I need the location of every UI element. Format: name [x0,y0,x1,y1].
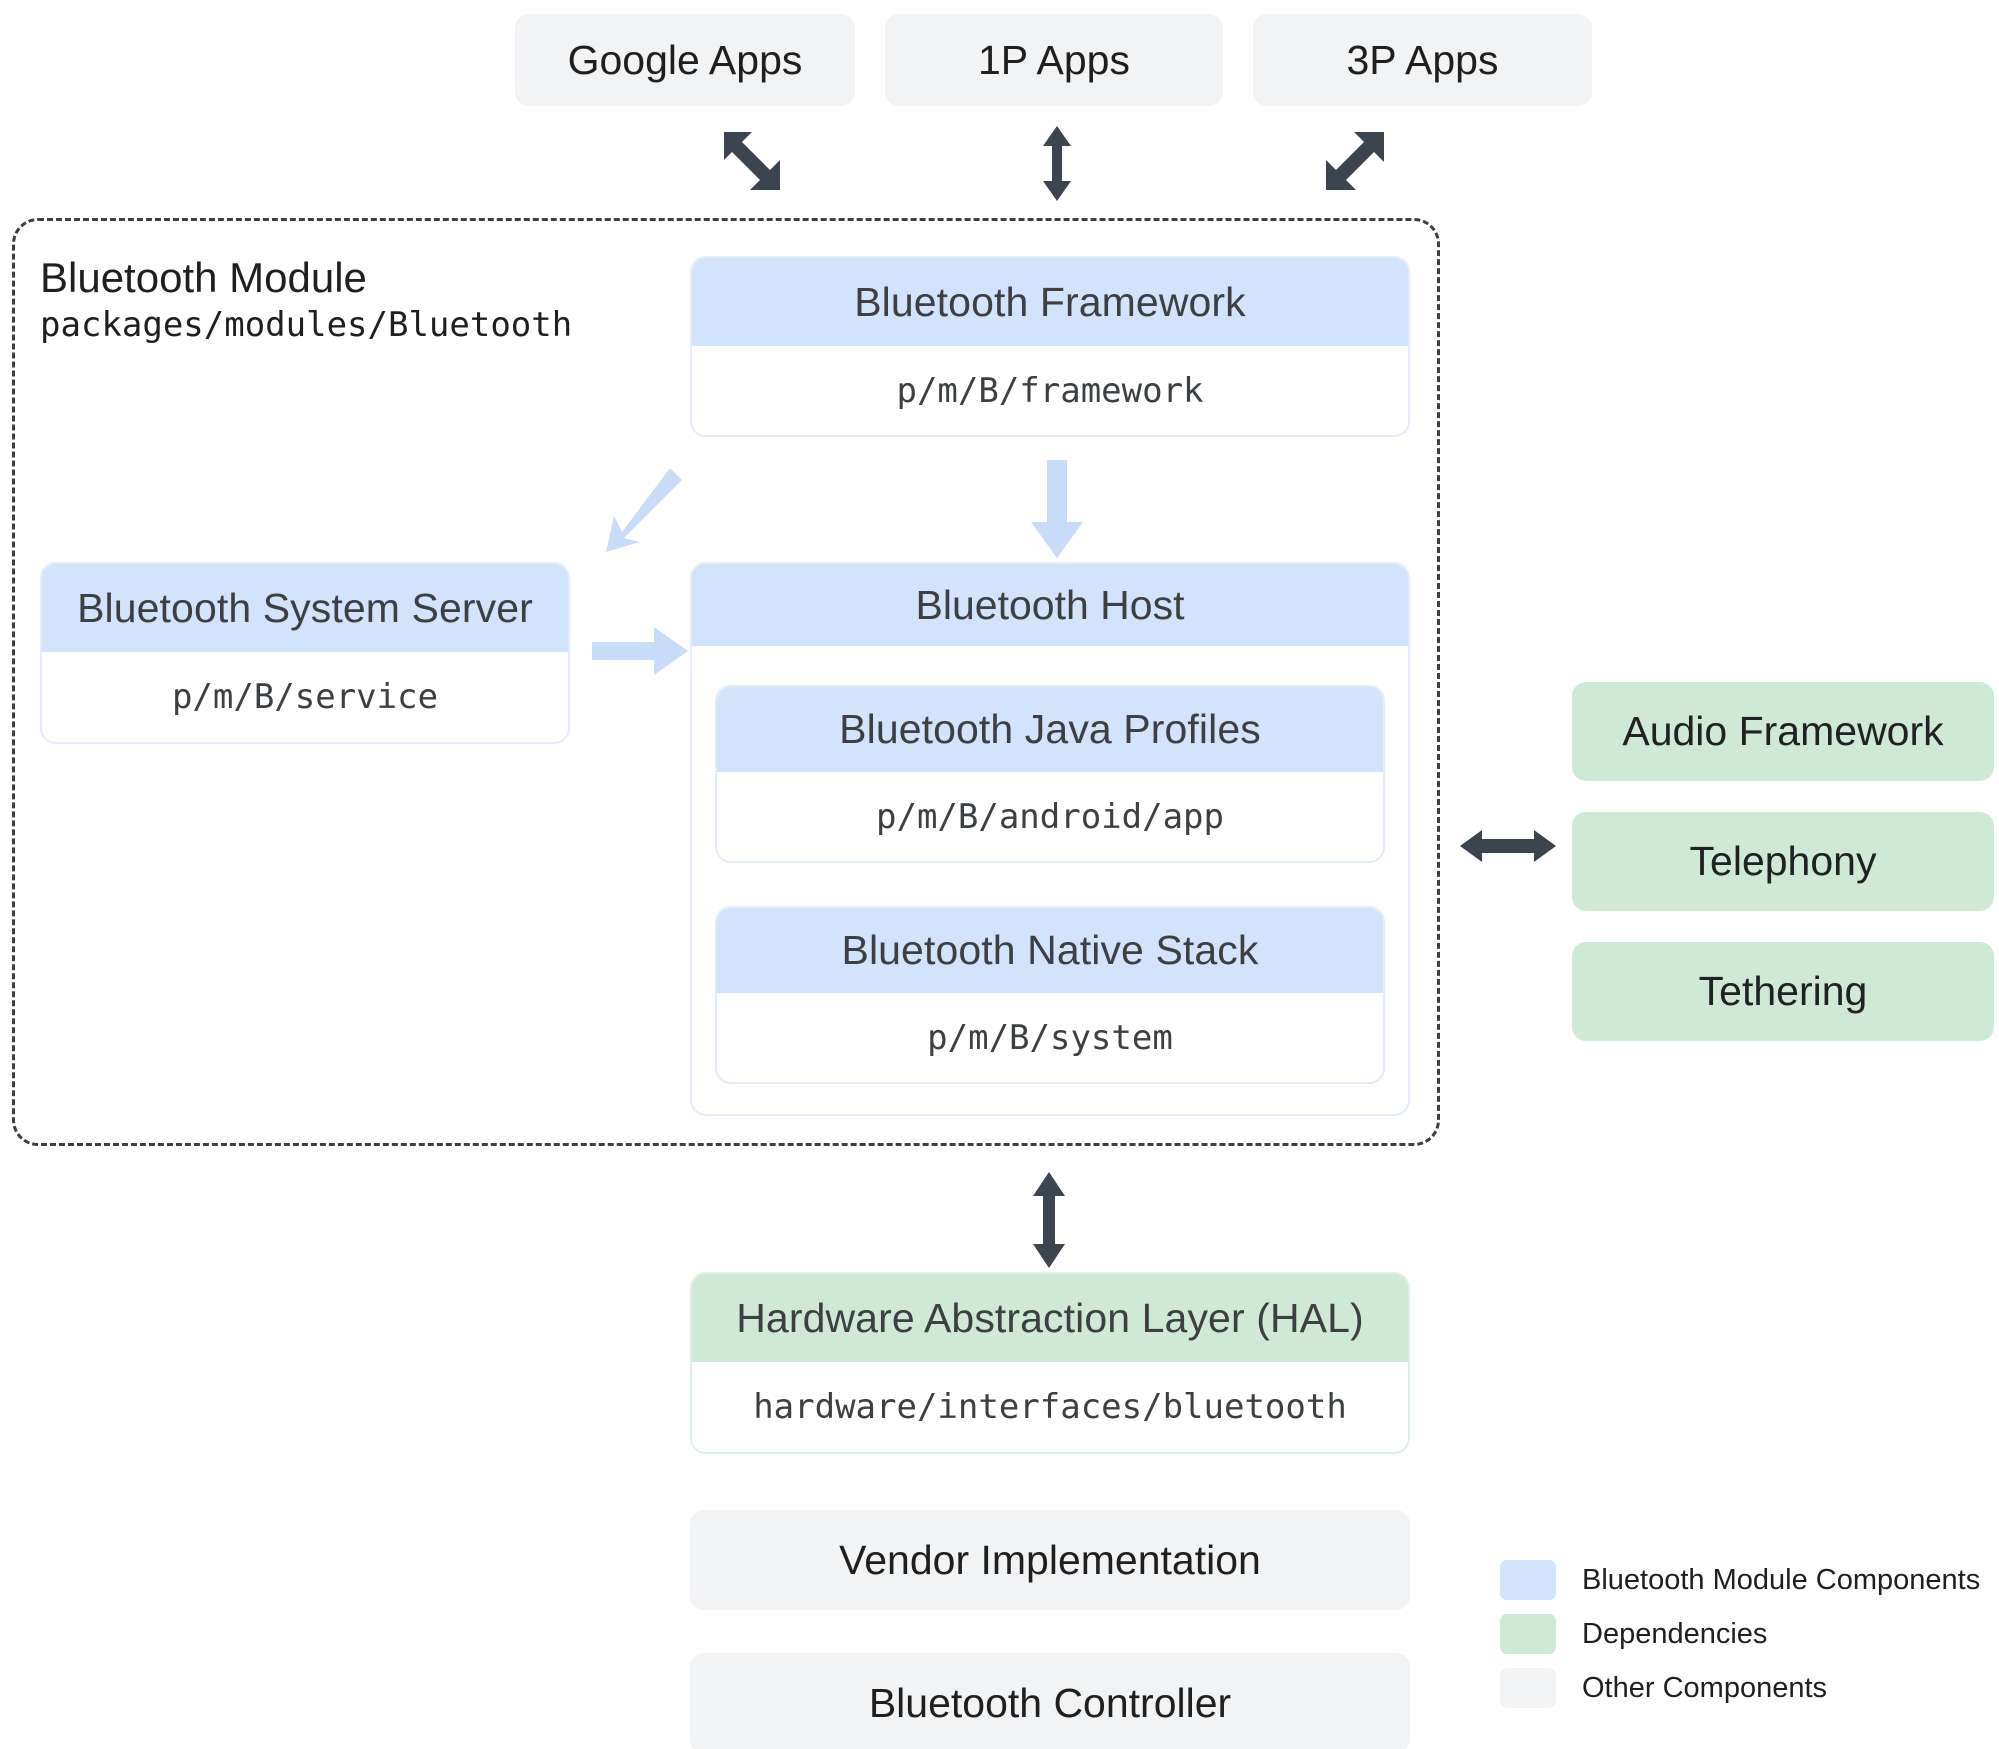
double-arrow-vertical-icon [1037,126,1077,201]
first-party-apps-box[interactable]: 1P Apps [885,14,1223,106]
tethering-box[interactable]: Tethering [1572,942,1994,1041]
bluetooth-controller-label: Bluetooth Controller [868,1679,1232,1726]
telephony-label: Telephony [1689,838,1877,884]
bluetooth-system-server-card[interactable]: Bluetooth System Server p/m/B/service [40,562,570,744]
bluetooth-native-stack-card[interactable]: Bluetooth Native Stack p/m/B/system [715,906,1385,1084]
bluetooth-system-server-path: p/m/B/service [42,652,568,742]
audio-framework-label: Audio Framework [1622,708,1944,754]
hal-header: Hardware Abstraction Layer (HAL) [692,1274,1408,1362]
bluetooth-java-profiles-header: Bluetooth Java Profiles [717,687,1383,772]
bluetooth-native-stack-path: p/m/B/system [717,993,1383,1082]
bluetooth-java-profiles-card[interactable]: Bluetooth Java Profiles p/m/B/android/ap… [715,685,1385,863]
bluetooth-module-path: packages/modules/Bluetooth [40,305,573,345]
audio-framework-box[interactable]: Audio Framework [1572,682,1994,781]
bluetooth-java-profiles-path: p/m/B/android/app [717,772,1383,861]
bluetooth-module-container [12,218,1440,1146]
double-arrow-horizontal-icon [1460,822,1556,870]
arrow-diagonal-downleft-icon [592,462,682,557]
bluetooth-framework-card[interactable]: Bluetooth Framework p/m/B/framework [690,256,1410,437]
tethering-label: Tethering [1698,968,1868,1014]
legend-item-module-components: Bluetooth Module Components [1500,1553,1980,1607]
arrow-right-icon [592,625,688,677]
google-apps-box[interactable]: Google Apps [515,14,855,106]
legend-label-module-components: Bluetooth Module Components [1582,1563,1981,1596]
legend: Bluetooth Module Components Dependencies… [1500,1553,1980,1715]
vendor-implementation-box[interactable]: Vendor Implementation [690,1510,1410,1610]
bluetooth-host-header: Bluetooth Host [692,564,1408,646]
double-arrow-vertical-hal-icon [1027,1172,1071,1268]
bluetooth-java-profiles-title: Bluetooth Java Profiles [839,706,1261,752]
legend-swatch-grey [1500,1668,1556,1708]
legend-item-other-components: Other Components [1500,1661,1980,1715]
vendor-implementation-label: Vendor Implementation [839,1536,1261,1583]
legend-label-dependencies: Dependencies [1582,1617,1768,1650]
third-party-apps-box[interactable]: 3P Apps [1253,14,1592,106]
legend-swatch-green [1500,1614,1556,1654]
hal-path: hardware/interfaces/bluetooth [692,1362,1408,1452]
double-arrow-diagonal-swne-icon [1300,128,1390,198]
double-arrow-diagonal-nwse-icon [718,128,808,198]
bluetooth-framework-path: p/m/B/framework [692,346,1408,435]
legend-swatch-blue [1500,1560,1556,1600]
bluetooth-controller-box[interactable]: Bluetooth Controller [690,1653,1410,1749]
third-party-apps-label: 3P Apps [1346,36,1499,83]
bluetooth-native-stack-header: Bluetooth Native Stack [717,908,1383,993]
google-apps-label: Google Apps [567,36,803,83]
bluetooth-host-title: Bluetooth Host [915,581,1185,628]
bluetooth-framework-header: Bluetooth Framework [692,258,1408,346]
bluetooth-system-server-title: Bluetooth System Server [77,584,533,631]
bluetooth-framework-title: Bluetooth Framework [854,278,1246,325]
bluetooth-system-server-header: Bluetooth System Server [42,564,568,652]
hal-title: Hardware Abstraction Layer (HAL) [736,1294,1364,1341]
bluetooth-module-title: Bluetooth Module [40,254,367,301]
telephony-box[interactable]: Telephony [1572,812,1994,911]
legend-item-dependencies: Dependencies [1500,1607,1980,1661]
legend-label-other-components: Other Components [1582,1671,1828,1704]
first-party-apps-label: 1P Apps [978,36,1130,83]
arrow-down-icon [1029,460,1085,560]
bluetooth-native-stack-title: Bluetooth Native Stack [841,927,1259,973]
hal-card[interactable]: Hardware Abstraction Layer (HAL) hardwar… [690,1272,1410,1454]
